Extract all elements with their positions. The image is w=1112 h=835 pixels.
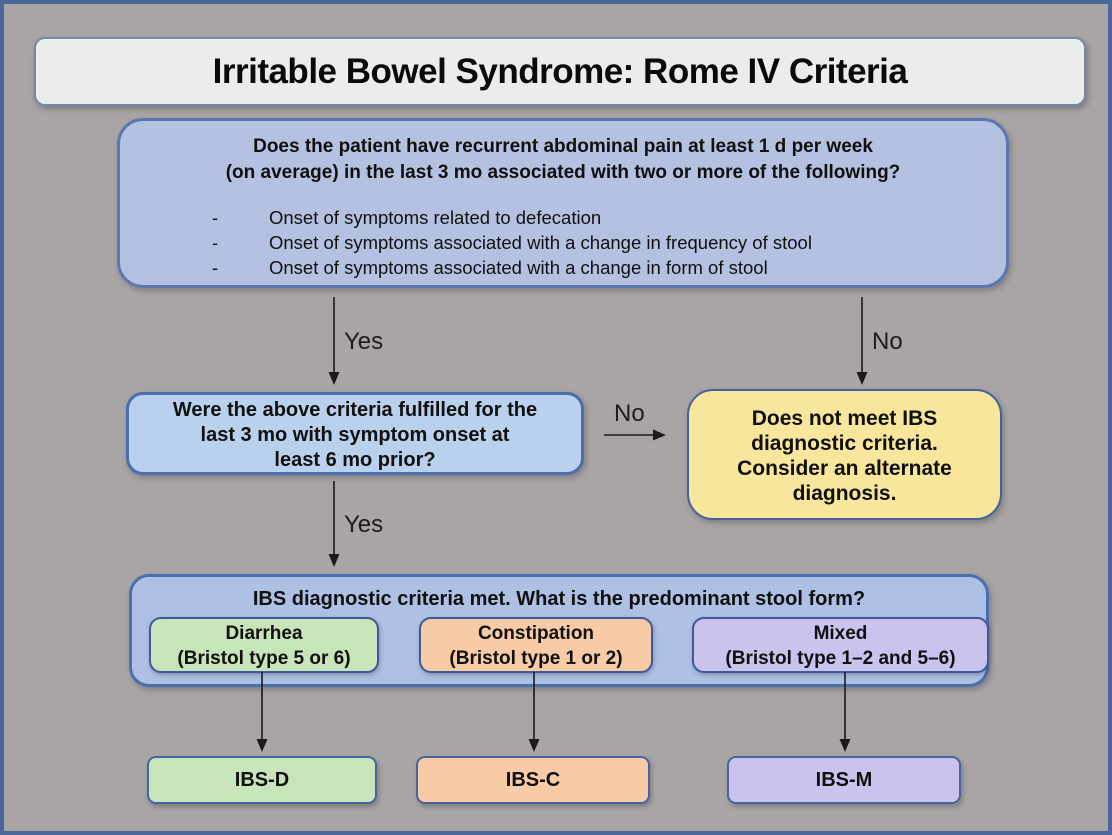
option-name: Diarrhea <box>225 623 303 644</box>
option-name: Mixed <box>813 623 868 644</box>
option-mixed-box: Mixed (Bristol type 1–2 and 5–6) <box>692 617 989 673</box>
option-detail: (Bristol type 1–2 and 5–6) <box>725 648 956 669</box>
arrow-no-to-alternate-diagnosis <box>856 297 868 385</box>
page-title: Irritable Bowel Syndrome: Rome IV Criter… <box>212 51 908 91</box>
stool-form-container-box: IBS diagnostic criteria met. What is the… <box>129 574 989 687</box>
not-met-line: Does not meet IBS <box>751 407 938 430</box>
bullet-item: - Onset of symptoms associated with a ch… <box>120 255 1006 280</box>
bullet-text: Onset of symptoms associated with a chan… <box>269 232 812 253</box>
bullet-dash: - <box>212 207 219 228</box>
no-ibs-outcome-box: Does not meet IBS diagnostic criteria. C… <box>687 389 1002 520</box>
arrow-no-horizontal-to-alternate-diagnosis <box>604 429 666 441</box>
question1-bullet-list: - Onset of symptoms related to defecatio… <box>120 205 1006 280</box>
question1-line2: (on average) in the last 3 mo associated… <box>225 162 901 183</box>
arrow-yes-to-duration-question <box>328 297 340 385</box>
option-detail: (Bristol type 5 or 6) <box>177 648 351 669</box>
bullet-dash: - <box>212 257 219 278</box>
edge-label-yes-1: Yes <box>344 328 384 355</box>
edge-label-yes-2: Yes <box>344 511 384 538</box>
edge-label-no-1: No <box>872 328 903 355</box>
question-recurrent-pain-box: Does the patient have recurrent abdomina… <box>117 118 1009 288</box>
question2-line: least 6 mo prior? <box>274 449 436 471</box>
question1-line1: Does the patient have recurrent abdomina… <box>253 136 873 157</box>
option-diarrhea-box: Diarrhea (Bristol type 5 or 6) <box>149 617 379 673</box>
question-duration-box: Were the above criteria fulfilled for th… <box>126 392 584 475</box>
bullet-text: Onset of symptoms associated with a chan… <box>269 257 768 278</box>
not-met-line: diagnosis. <box>792 482 897 505</box>
result-ibs-c-box: IBS-C <box>416 756 650 804</box>
not-met-line: diagnostic criteria. <box>751 432 938 455</box>
bullet-dash: - <box>212 232 219 253</box>
title-box: Irritable Bowel Syndrome: Rome IV Criter… <box>34 37 1086 106</box>
option-name: Constipation <box>477 623 595 644</box>
result-ibs-m-box: IBS-M <box>727 756 961 804</box>
edge-label-no-2: No <box>614 400 645 427</box>
not-met-line: Consider an alternate <box>737 457 952 480</box>
option-constipation-box: Constipation (Bristol type 1 or 2) <box>419 617 653 673</box>
bullet-text: Onset of symptoms related to defecation <box>269 207 602 228</box>
stool-form-header: IBS diagnostic criteria met. What is the… <box>252 588 866 610</box>
bullet-item: - Onset of symptoms related to defecatio… <box>120 205 1006 230</box>
question2-line: Were the above criteria fulfilled for th… <box>172 399 538 421</box>
question2-line: last 3 mo with symptom onset at <box>200 424 510 446</box>
option-detail: (Bristol type 1 or 2) <box>449 648 623 669</box>
result-ibs-d-box: IBS-D <box>147 756 377 804</box>
bullet-item: - Onset of symptoms associated with a ch… <box>120 230 1006 255</box>
arrow-yes-to-criteria-met <box>328 481 340 567</box>
